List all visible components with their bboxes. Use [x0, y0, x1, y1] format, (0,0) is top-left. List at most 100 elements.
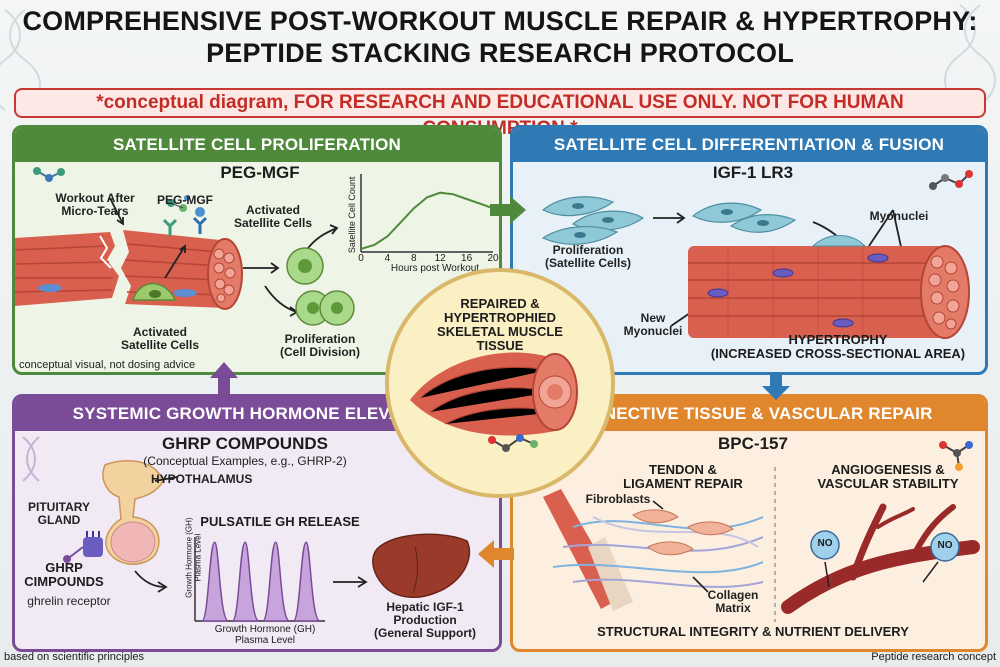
label-myonuclei: Myonuclei — [869, 209, 929, 223]
label-hepatic: Hepatic IGF-1 Production (General Suppor… — [365, 601, 485, 640]
cell-nuclei — [572, 203, 769, 238]
satellite-cell-series-line — [360, 191, 494, 250]
label-workout: Workout After Micro-Tears — [45, 192, 145, 218]
label-new-myonuclei: New Myonuclei — [613, 312, 693, 338]
torn-muscle-fiber — [15, 230, 243, 310]
chart1-xtick: 16 — [461, 253, 473, 264]
ghrelin-receptor — [63, 531, 103, 563]
activated-satellite-cell — [131, 282, 177, 301]
label-pituitary-l2: GLAND — [37, 512, 81, 527]
center-title: REPAIRED & HYPERTROPHIED SKELETAL MUSCLE… — [415, 296, 585, 354]
label-fibroblasts: Fibroblasts — [585, 492, 651, 506]
panel-satellite-proliferation: SATELLITE CELL PROLIFERATION — [12, 125, 502, 375]
gh-pulse — [231, 541, 260, 622]
label-activated-top: Activated Satellite Cells — [223, 204, 323, 230]
label-new-myonuclei-l2: Myonuclei — [623, 323, 683, 338]
label-collagen-l2: Matrix — [715, 600, 751, 615]
label-proliferation-l1: Proliferation — [552, 243, 624, 257]
label-activated-top-l1: Activated — [245, 203, 301, 217]
gh-pulse — [201, 541, 230, 622]
compound-name: BPC-157 — [718, 434, 788, 453]
satellite-cell-chart — [360, 174, 494, 253]
muscle-fiber — [688, 235, 970, 339]
title-line-2: PEPTIDE STACKING RESEARCH PROTOCOL — [206, 37, 794, 68]
compound-subtitle: (Conceptual Examples, e.g., GHRP-2) — [143, 454, 347, 468]
label-angiogenesis-l2: VASCULAR STABILITY — [817, 476, 959, 492]
label-hypothalamus: HYPOTHALAMUS — [151, 472, 253, 486]
center-title-l3: SKELETAL MUSCLE TISSUE — [437, 324, 563, 354]
label-structural-footer: STRUCTURAL INTEGRITY & NUTRIENT DELIVERY — [597, 624, 909, 639]
label-proliferation-l1: Proliferation — [284, 332, 356, 346]
label-tendon-l1: TENDON & — [649, 462, 717, 477]
label-ghrp-l1: GHRP — [45, 560, 83, 575]
peg-mgf-receptors — [162, 195, 208, 236]
gh-xlabel-l2: Plasma Level — [234, 634, 296, 646]
tendon-bundle — [543, 489, 633, 611]
gh-ylabel-l2: Plasma Level — [193, 533, 202, 582]
gh-pulse — [292, 541, 321, 622]
gh-xlabel-l1: Growth Hormone (GH) — [214, 624, 316, 635]
satellite-cell — [286, 247, 324, 285]
connective-illustration — [543, 441, 980, 622]
label-pituitary-l1: PITUITARY — [28, 500, 90, 514]
label-hepatic-l1: Hepatic IGF-1 — [386, 600, 464, 614]
fibroblast-cells — [632, 509, 734, 556]
label-proliferation: Proliferation (Cell Division) — [270, 333, 370, 359]
footer-right: Peptide research concept — [871, 651, 996, 663]
gh-pulses — [201, 541, 321, 622]
panel-connective-tissue: CONNECTIVE TISSUE & VASCULAR REPAIR — [510, 394, 988, 652]
compound-name: PEG-MGF — [220, 163, 300, 182]
label-proliferation-l2: (Satellite Cells) — [544, 255, 632, 270]
label-activated-bottom: Activated Satellite Cells — [110, 326, 210, 352]
dividing-cell — [295, 290, 355, 326]
label-ghrp-l2: CIMPOUNDS — [24, 574, 104, 590]
label-new-myonuclei-l1: New — [640, 311, 666, 325]
compound-name: IGF-1 LR3 — [712, 163, 794, 182]
page-title: COMPREHENSIVE POST-WORKOUT MUSCLE REPAIR… — [10, 6, 990, 69]
label-activated-bottom-l1: Activated — [132, 325, 188, 339]
label-hepatic-l2: Production — [393, 612, 457, 627]
center-title-l2: HYPERTROPHIED — [444, 310, 556, 326]
label-pulsatile: PULSATILE GH RELEASE — [200, 514, 360, 529]
gh-chart — [194, 537, 325, 622]
molecule-icon — [929, 170, 973, 190]
flow-arrows — [109, 197, 339, 317]
chart1-xtick: 0 — [358, 253, 364, 264]
label-peg-mgf: PEG-MGF — [157, 193, 213, 207]
label-angiogenesis-l1: ANGIOGENESIS & — [831, 462, 945, 477]
panel-header: SATELLITE CELL PROLIFERATION — [15, 128, 499, 162]
disclaimer-banner: *conceptual diagram, FOR RESEARCH AND ED… — [14, 88, 986, 139]
label-collagen: Collagen Matrix — [693, 589, 773, 615]
chart1-xtick: 4 — [384, 253, 391, 264]
compound-name: GHRP COMPOUNDS — [162, 434, 328, 453]
panel-growth-hormone: SYSTEMIC GROWTH HORMONE ELEVATION — [12, 394, 502, 652]
gh-chart-xlabel: Growth Hormone (GH) Plasma Level — [200, 624, 330, 647]
label-pointers — [652, 500, 709, 593]
panel-header: SATELLITE CELL DIFFERENTIATION & FUSION — [513, 128, 985, 162]
no-label-right: NO — [937, 540, 953, 551]
label-workout-l1: Workout After — [55, 191, 135, 205]
label-workout-l2: Micro-Tears — [61, 203, 129, 218]
panel-note: conceptual visual, not dosing advice — [19, 359, 196, 371]
label-hypertrophy-l2: (INCREASED CROSS-SECTIONAL AREA) — [710, 346, 966, 362]
molecule-icon — [33, 167, 65, 182]
dna-icon — [22, 436, 40, 482]
label-ghrp: GHRP CIMPOUNDS — [19, 560, 109, 590]
flow-arrows — [134, 476, 368, 593]
chart1-xlabel: Hours post Workout — [390, 263, 480, 274]
label-pituitary: PITUITARY GLAND — [19, 501, 99, 527]
label-hepatic-l3: (General Support) — [373, 625, 476, 640]
chart1-xtick: 20 — [487, 253, 499, 264]
label-collagen-l1: Collagen — [707, 588, 759, 602]
footer-left: based on scientific principles — [4, 651, 145, 663]
differentiation-illustration — [541, 170, 973, 339]
molecule-icon — [939, 441, 973, 471]
label-proliferation-l2: (Cell Division) — [279, 344, 360, 359]
title-line-1: COMPREHENSIVE POST-WORKOUT MUSCLE REPAIR… — [22, 6, 978, 36]
label-hypertrophy: HYPERTROPHY (INCREASED CROSS-SECTIONAL A… — [693, 332, 983, 362]
nitric-oxide-bubbles — [810, 530, 960, 588]
label-activated-bottom-l2: Satellite Cells — [120, 337, 200, 352]
center-title-l1: REPAIRED & — [460, 296, 540, 311]
growth-hormone-illustration — [22, 436, 471, 622]
